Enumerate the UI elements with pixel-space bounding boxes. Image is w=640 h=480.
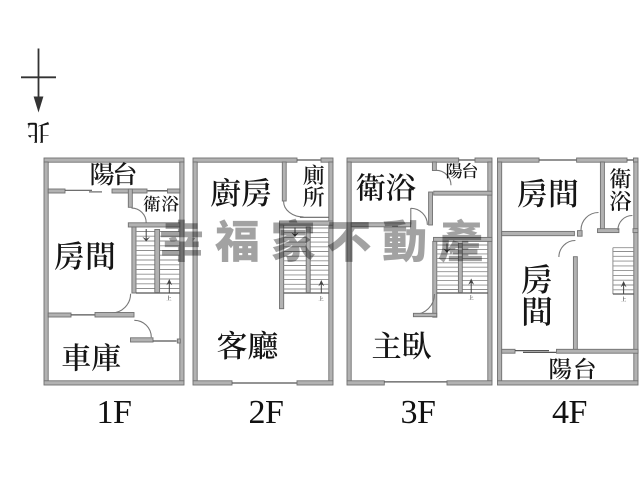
svg-text:4F: 4F: [552, 394, 587, 431]
svg-text:1F: 1F: [97, 394, 132, 431]
svg-text:2F: 2F: [249, 394, 284, 431]
svg-text:3F: 3F: [401, 394, 436, 431]
